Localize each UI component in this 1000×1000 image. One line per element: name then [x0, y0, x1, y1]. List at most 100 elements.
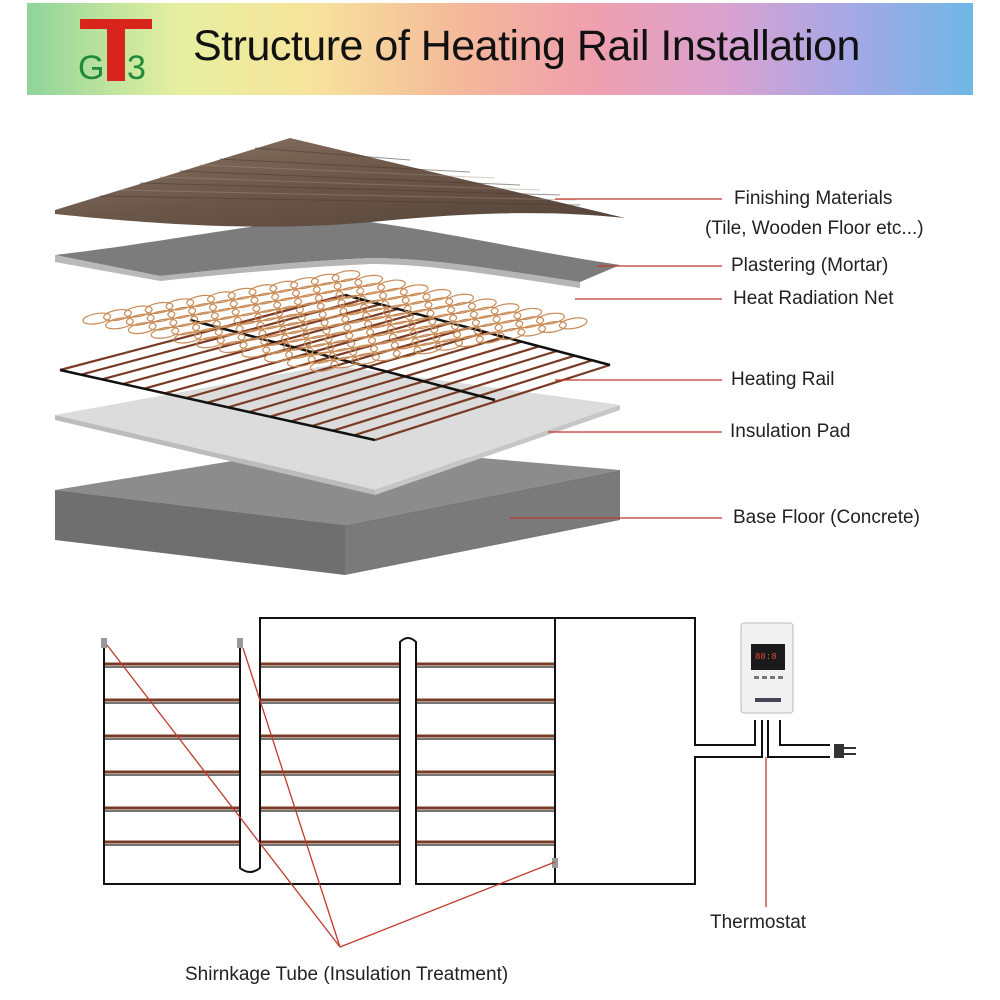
net-cell [254, 308, 284, 322]
net-cell [386, 320, 416, 334]
net-cell [351, 352, 380, 365]
net-cell [371, 349, 401, 362]
net-cell [380, 296, 410, 309]
net-cell [212, 316, 242, 329]
rail-line [227, 331, 487, 409]
net-cell [301, 326, 331, 339]
net-cell [428, 313, 458, 326]
net-cell [150, 326, 180, 339]
net-cell [401, 292, 431, 305]
net-cell [473, 323, 503, 336]
net-cell [248, 284, 278, 297]
net-cell [127, 321, 157, 335]
net-cell [331, 270, 361, 283]
net-cell [144, 301, 174, 315]
net-cell [494, 319, 524, 332]
net-cell [295, 301, 325, 315]
net-cell [467, 298, 497, 311]
net-cell [432, 330, 462, 343]
net-cell [377, 279, 406, 292]
net-cell [235, 320, 265, 333]
net-cell [286, 355, 316, 368]
net-cell [471, 314, 501, 328]
net-cell [369, 340, 399, 354]
net-cell [409, 325, 439, 338]
rail-line [248, 335, 505, 414]
rail-line [185, 321, 452, 400]
net-cell [449, 310, 478, 323]
net-cell [256, 317, 286, 330]
net-cell [250, 292, 280, 305]
net-cell [430, 322, 460, 335]
net-cell [237, 329, 267, 342]
net-cell [333, 278, 363, 291]
net-cell [125, 313, 155, 326]
net-cell [307, 351, 337, 364]
rail-line [353, 359, 593, 437]
net-cell [284, 346, 314, 359]
net-cell [273, 297, 303, 310]
heat-radiation-net-layer [82, 270, 588, 372]
net-cell [281, 330, 310, 343]
net-cell [453, 326, 482, 339]
net-cell [517, 324, 547, 337]
net-cell [231, 304, 261, 317]
net-cell [366, 324, 395, 337]
rail-line [290, 345, 540, 423]
net-cell [424, 297, 454, 310]
svg-text:G: G [78, 49, 104, 84]
net-cell [324, 331, 354, 344]
net-cell [490, 303, 520, 316]
net-cell [411, 333, 441, 347]
svg-text:88:8: 88:8 [755, 652, 777, 662]
net-cell [210, 307, 240, 320]
net-cell [309, 359, 339, 372]
net-cell [356, 283, 386, 296]
net-cell [241, 345, 271, 358]
net-cell [165, 298, 195, 311]
net-cell [349, 344, 379, 357]
net-cell [103, 308, 132, 322]
net-cell [364, 316, 393, 329]
net-cell [218, 340, 248, 354]
label-heating-rail: Heating Rail [731, 369, 835, 390]
net-cell [469, 306, 499, 319]
net-cell [227, 287, 257, 300]
net-cell [451, 318, 480, 331]
svg-text:3: 3 [127, 49, 146, 84]
net-cell [407, 317, 437, 330]
net-cell [513, 307, 543, 321]
net-cell [403, 300, 433, 313]
net-cell [330, 356, 360, 369]
net-cell [358, 291, 388, 304]
net-cell [190, 311, 219, 324]
net-cell [82, 312, 112, 325]
label-thermostat: Thermostat [710, 912, 807, 933]
net-cell [310, 273, 340, 286]
net-cell [195, 336, 225, 349]
net-cell [299, 318, 329, 331]
net-cell [337, 294, 367, 308]
net-cell [290, 277, 319, 290]
net-cell [291, 285, 321, 298]
net-cell [492, 311, 522, 324]
net-cell [271, 288, 301, 302]
net-cell [392, 345, 422, 358]
net-cell [279, 321, 308, 335]
net-cell [305, 343, 335, 356]
rail-line [269, 340, 522, 418]
net-cell [173, 331, 203, 344]
label-finishing-materials: Finishing Materials [734, 188, 893, 209]
net-cell [538, 320, 567, 334]
label-base-floor: Base Floor (Concrete) [733, 507, 920, 528]
net-cell [347, 336, 377, 349]
net-cell [328, 347, 358, 361]
net-cell [320, 314, 350, 328]
net-cell [171, 323, 201, 336]
net-cell [297, 310, 327, 323]
net-cell [316, 298, 346, 311]
net-cell [390, 337, 420, 350]
thermostat-device: 88:8 [740, 622, 794, 714]
rail-line [311, 349, 558, 428]
